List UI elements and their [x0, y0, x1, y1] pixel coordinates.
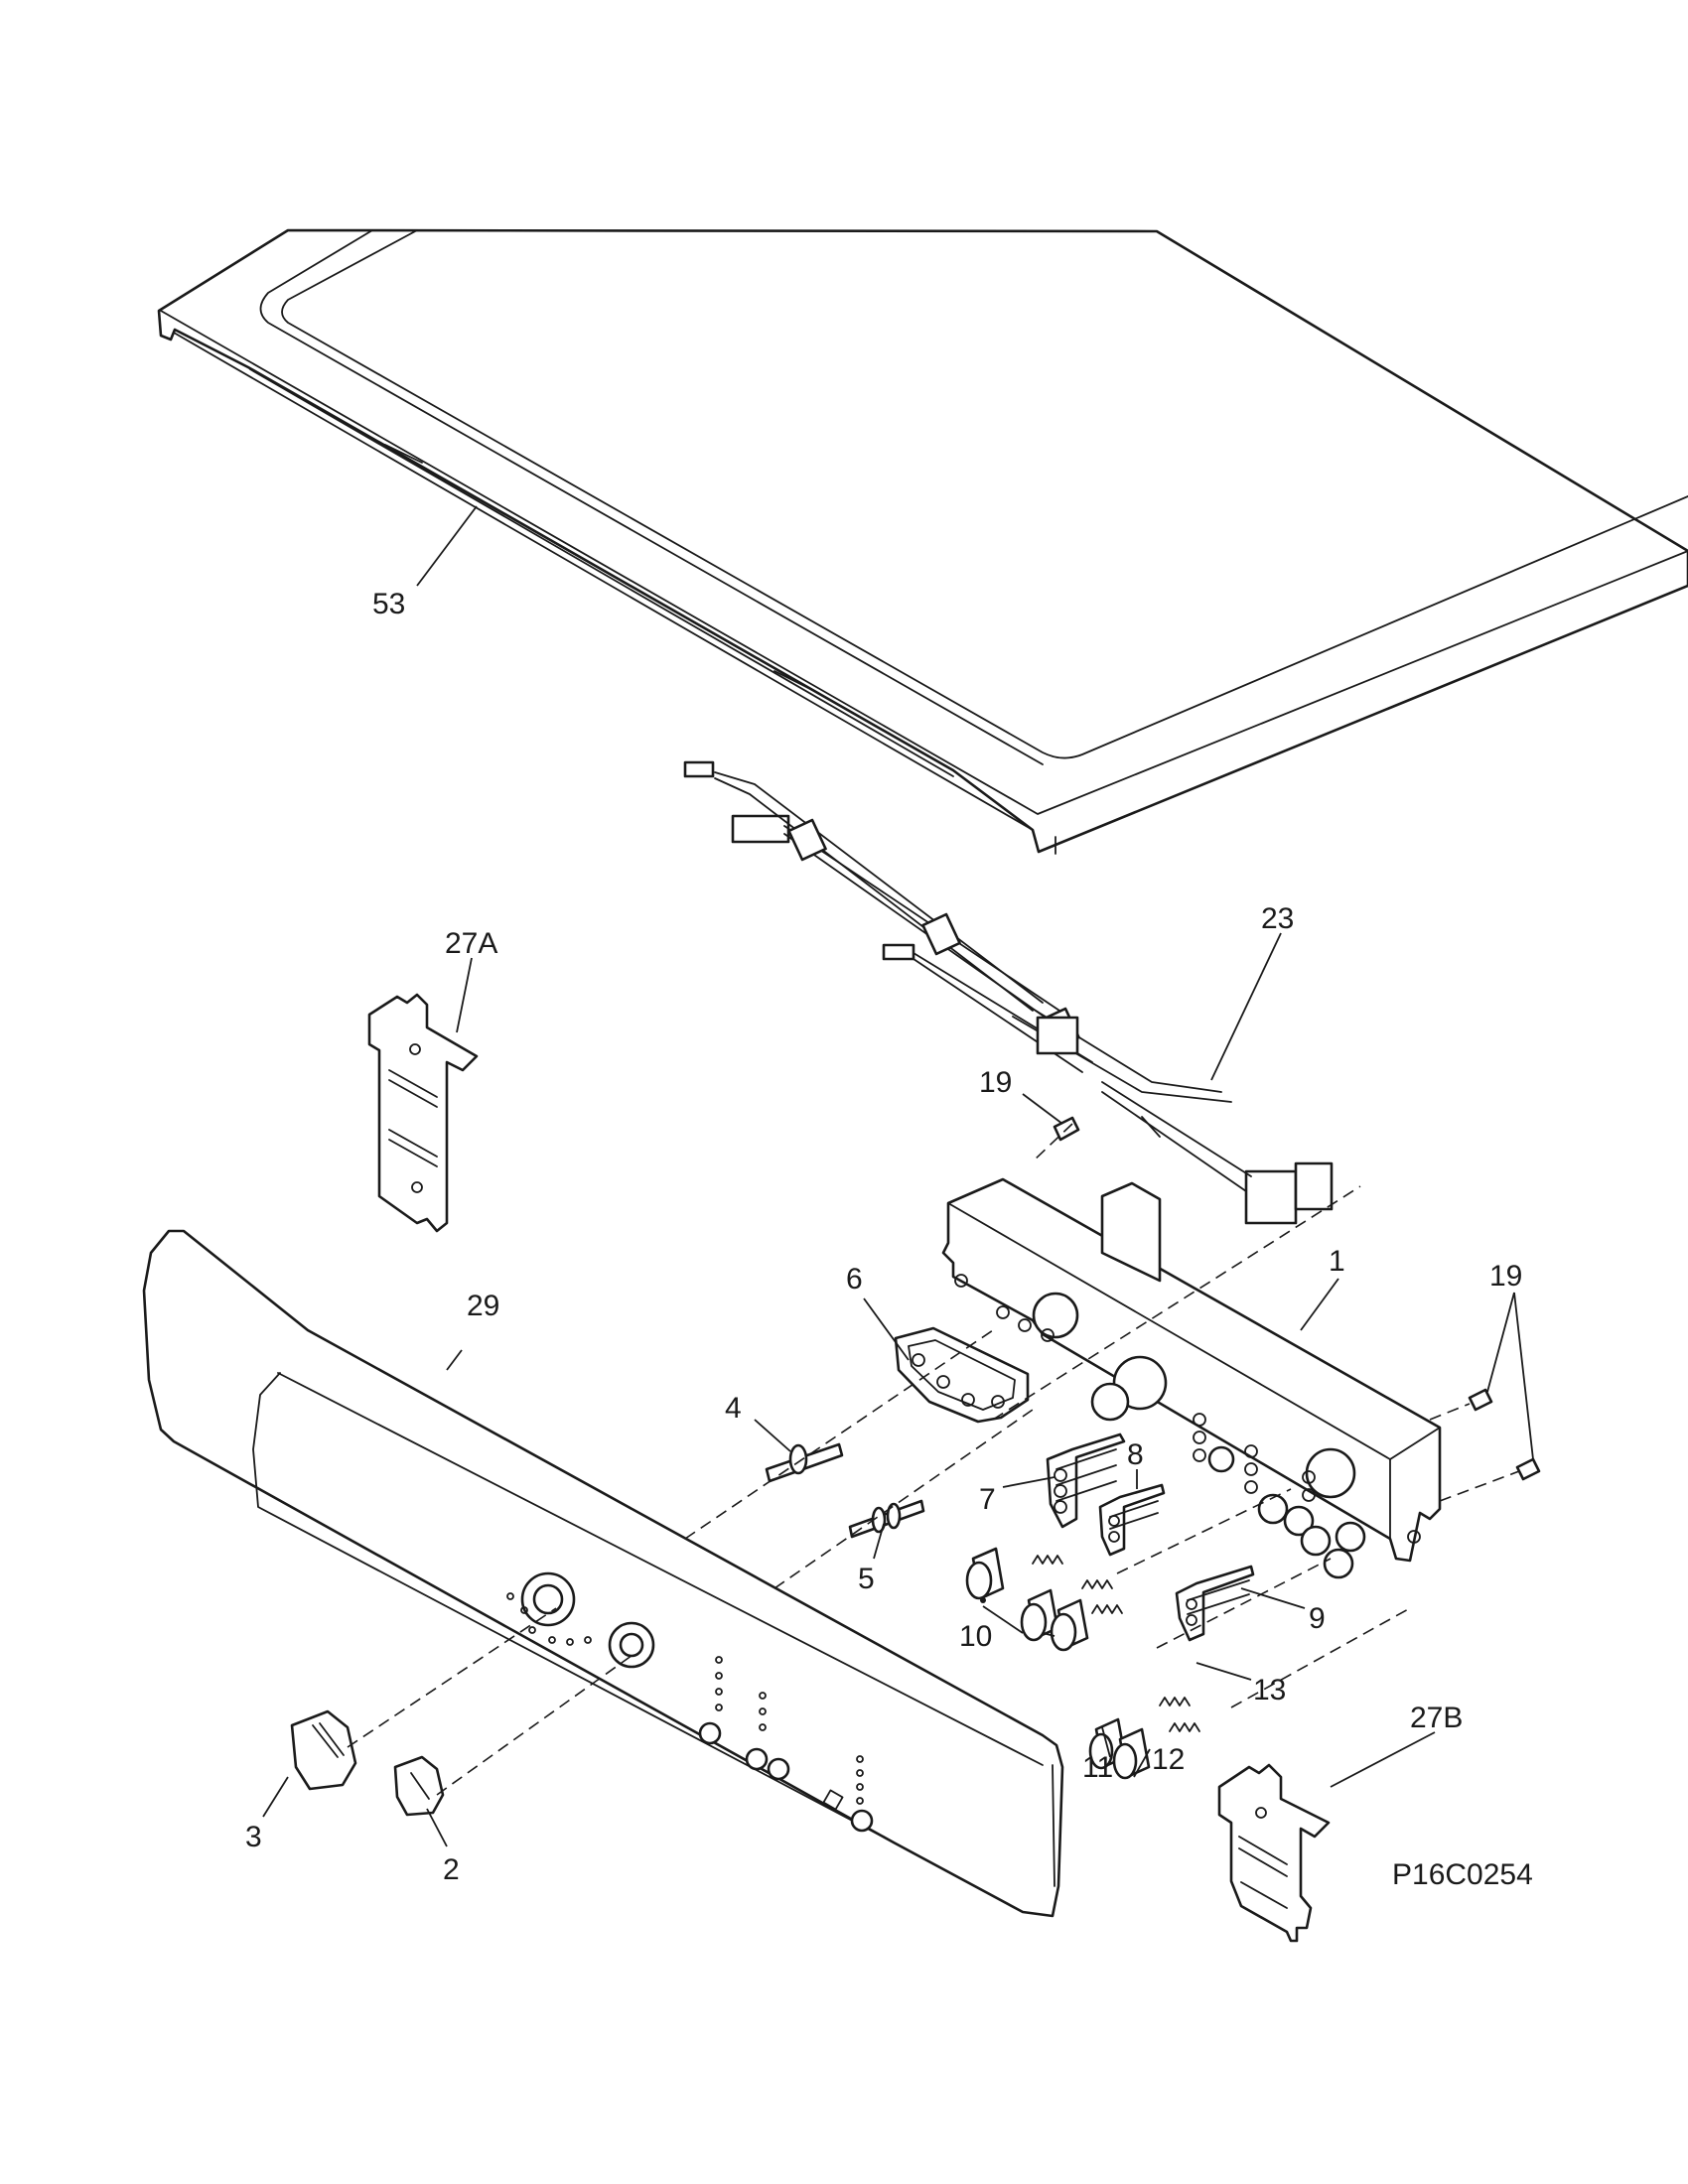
alignment-lines	[347, 1123, 1520, 1796]
console-panel-part-29	[142, 1229, 1064, 1918]
callout-1: 1	[1329, 1245, 1345, 1278]
knob-part-2	[393, 1755, 445, 1817]
bracket-part-27A	[367, 993, 479, 1233]
bracket-part-27B	[1217, 1763, 1331, 1943]
shaft-part-4	[765, 1442, 844, 1483]
button-guide-part-6	[894, 1326, 1030, 1424]
callout-11: 11	[1082, 1751, 1113, 1784]
callout-5: 5	[858, 1563, 875, 1595]
push-button-part-12	[1112, 1727, 1151, 1780]
control-board-part-1	[941, 1177, 1442, 1579]
top-panel-part-53	[157, 228, 1688, 855]
callout-2: 2	[443, 1853, 460, 1886]
springs-part-13	[1032, 1555, 1200, 1732]
diagram-code: P16C0254	[1392, 1858, 1533, 1891]
callout-23: 23	[1261, 902, 1294, 935]
button-set-part-9	[1175, 1565, 1255, 1642]
callout-8: 8	[1127, 1438, 1144, 1471]
callout-19-upper: 19	[979, 1066, 1012, 1099]
callout-13: 13	[1253, 1674, 1286, 1706]
callout-53: 53	[372, 588, 405, 620]
callout-29: 29	[467, 1290, 499, 1322]
callout-27B: 27B	[1410, 1702, 1463, 1734]
wiring-harness-part-23	[683, 760, 1334, 1225]
callout-12: 12	[1152, 1743, 1185, 1776]
knob-part-3	[290, 1709, 357, 1791]
callout-9: 9	[1309, 1602, 1326, 1635]
button-set-part-7	[1046, 1433, 1126, 1529]
push-buttons-part-10	[965, 1547, 1089, 1652]
callout-6: 6	[846, 1263, 863, 1296]
callout-19-right: 19	[1489, 1260, 1522, 1293]
callout-27A: 27A	[445, 927, 497, 960]
callout-7: 7	[979, 1483, 996, 1516]
callout-4: 4	[725, 1392, 742, 1425]
callout-labels: 53 23 27A 19 1 19 6 29 4 8 7 5 9 10 13 2…	[245, 588, 1533, 1891]
button-set-part-8	[1098, 1483, 1166, 1557]
callout-10: 10	[959, 1620, 992, 1653]
callout-leaders	[262, 505, 1534, 1847]
screw-part-19-right-a	[1468, 1388, 1493, 1412]
shaft-part-5	[848, 1499, 925, 1539]
screw-part-19-right-b	[1515, 1457, 1541, 1481]
callout-3: 3	[245, 1821, 262, 1853]
